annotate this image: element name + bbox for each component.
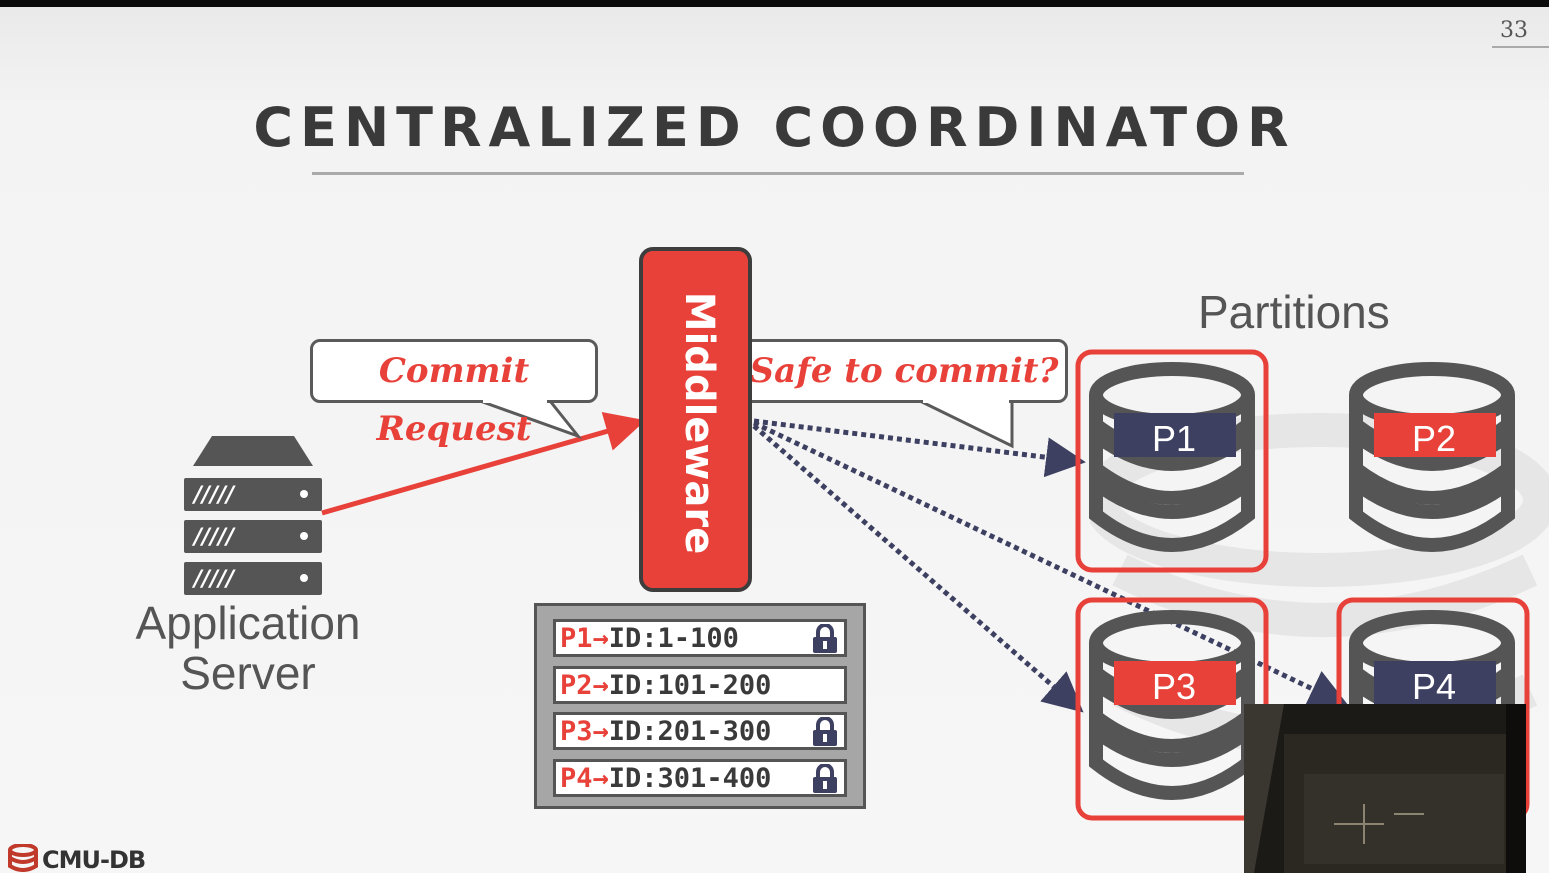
partition-label-p1: P1 bbox=[1152, 418, 1196, 459]
row-partition: P1 bbox=[560, 623, 593, 654]
commit-request-callout: Commit Request bbox=[310, 339, 598, 449]
application-server-label: Application Server bbox=[108, 598, 388, 698]
row-partition: P2 bbox=[560, 670, 593, 701]
video-frame bbox=[1244, 704, 1526, 873]
row-arrow: → bbox=[592, 670, 609, 701]
svg-text://///: ///// bbox=[191, 525, 236, 550]
lock-table-row: P1→ID:1-100 bbox=[553, 619, 847, 657]
lock-table-row: P4→ID:301-400 bbox=[553, 759, 847, 797]
svg-text://///: ///// bbox=[191, 483, 236, 508]
middleware-box: Middleware bbox=[639, 247, 752, 592]
partition-label-p2: P2 bbox=[1412, 418, 1456, 459]
partitions-heading: Partitions bbox=[1198, 286, 1390, 338]
query-arrow-p1 bbox=[753, 418, 1086, 478]
row-range: ID:101-200 bbox=[608, 670, 772, 701]
page-number: 33 bbox=[1500, 18, 1528, 43]
partition-label-p4: P4 bbox=[1412, 666, 1456, 707]
svg-text://///: ///// bbox=[191, 567, 236, 592]
app-label-line1: Application bbox=[135, 597, 361, 649]
lock-table-row: P2→ID:101-200 bbox=[553, 666, 847, 704]
row-arrow: → bbox=[592, 763, 609, 794]
row-arrow: → bbox=[592, 716, 609, 747]
database-icon-p1 bbox=[1089, 362, 1255, 552]
presenter-video-inset bbox=[1244, 704, 1526, 873]
row-range: ID:201-300 bbox=[608, 716, 772, 747]
slide-title: CENTRALIZED COORDINATOR bbox=[253, 96, 1296, 159]
app-label-line2: Server bbox=[180, 647, 316, 699]
commit-request-arrow bbox=[321, 412, 646, 516]
row-arrow: → bbox=[592, 623, 609, 654]
row-range: ID:301-400 bbox=[608, 763, 772, 794]
top-bar bbox=[0, 0, 1549, 7]
query-arrow-p3 bbox=[752, 424, 1084, 713]
cmu-db-logo-icon bbox=[8, 844, 38, 872]
row-partition: P4 bbox=[560, 763, 593, 794]
page-number-rule bbox=[1492, 46, 1549, 48]
partition-label-p3: P3 bbox=[1152, 666, 1196, 707]
database-icon-p3 bbox=[1089, 610, 1255, 800]
server-rack-icon: ///// ///// ///// bbox=[184, 436, 322, 595]
lock-icon bbox=[813, 764, 837, 793]
title-underline bbox=[312, 172, 1244, 175]
row-range: ID:1-100 bbox=[608, 623, 739, 654]
lock-table-row: P3→ID:201-300 bbox=[553, 712, 847, 750]
lock-icon bbox=[813, 717, 837, 746]
partition-lock-table: P1→ID:1-100 P2→ID:101-200 P3→ID:201-300 … bbox=[534, 603, 866, 809]
cmu-db-logo-text: CMU-DB bbox=[42, 846, 146, 873]
database-icon-p2 bbox=[1349, 362, 1515, 552]
row-partition: P3 bbox=[560, 716, 593, 747]
partition-highlight-p1 bbox=[1075, 349, 1269, 573]
lock-icon bbox=[813, 624, 837, 653]
safe-to-commit-callout: Safe to commit? bbox=[740, 339, 1068, 403]
